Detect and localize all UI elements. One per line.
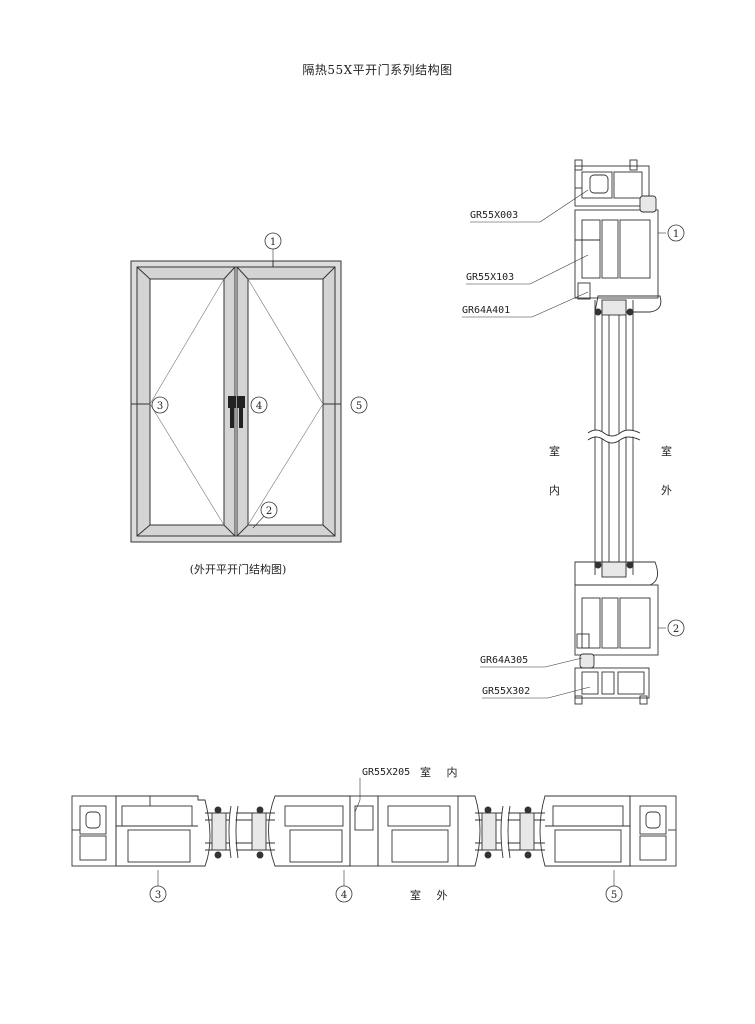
marker-3-elevation <box>151 396 169 414</box>
outside-label-char: 室 <box>661 445 672 458</box>
part-label-GR64A401: GR64A401 <box>462 305 511 316</box>
marker-label: 4 <box>341 890 347 901</box>
center-profiles <box>268 795 481 867</box>
elevation-caption: (外开平开门结构图) <box>189 563 287 576</box>
right-glass <box>475 805 545 859</box>
top-frame-profile <box>574 159 650 207</box>
part-label-GR55X103: GR55X103 <box>466 272 515 283</box>
marker-4-section <box>335 885 353 903</box>
part-label-GR55X302: GR55X302 <box>482 686 531 697</box>
inside-label-char: 室 <box>549 445 560 458</box>
right-sash-profile <box>539 795 631 867</box>
bottom-frame-profile <box>574 667 650 705</box>
marker-label: 2 <box>266 506 272 517</box>
marker-2-section <box>667 619 685 637</box>
left-sash-profile <box>115 795 211 867</box>
drawing-title: 隔热55X平开门系列结构图 <box>302 63 453 77</box>
part-label-GR55X003: GR55X003 <box>470 210 519 221</box>
left-sash <box>136 266 236 537</box>
left-frame-profile <box>71 795 117 867</box>
inside-label: 室 内 <box>420 766 464 779</box>
marker-label: 1 <box>270 237 276 248</box>
marker-4-elevation <box>250 396 268 414</box>
marker-5-elevation <box>350 396 368 414</box>
marker-1-section <box>667 224 685 242</box>
door-elevation <box>130 249 342 543</box>
marker-label: 2 <box>673 624 679 635</box>
left-glass <box>205 805 275 859</box>
marker-label: 4 <box>256 401 262 412</box>
vertical-section <box>462 159 666 705</box>
part-label-GR55X205: GR55X205 <box>362 767 411 778</box>
marker-2-elevation <box>260 501 278 519</box>
outside-label: 室 外 <box>410 889 454 902</box>
marker-label: 5 <box>356 401 362 412</box>
marker-label: 3 <box>157 401 163 412</box>
outside-label-char: 外 <box>661 484 672 497</box>
marker-label: 3 <box>155 890 161 901</box>
marker-3-section <box>149 885 167 903</box>
door-handles-icon <box>228 396 245 428</box>
glass-unit <box>586 299 642 578</box>
marker-1-elevation <box>264 232 282 250</box>
sash-top-profile <box>574 195 662 313</box>
marker-circles <box>149 224 685 903</box>
marker-label: 5 <box>611 890 617 901</box>
marker-5-section <box>605 885 623 903</box>
right-frame-profile <box>629 795 677 867</box>
part-label-GR64A305: GR64A305 <box>480 655 529 666</box>
marker-label: 1 <box>673 229 679 240</box>
horizontal-section <box>71 778 677 886</box>
inside-label-char: 内 <box>549 484 560 497</box>
sash-bottom-profile <box>574 561 659 669</box>
